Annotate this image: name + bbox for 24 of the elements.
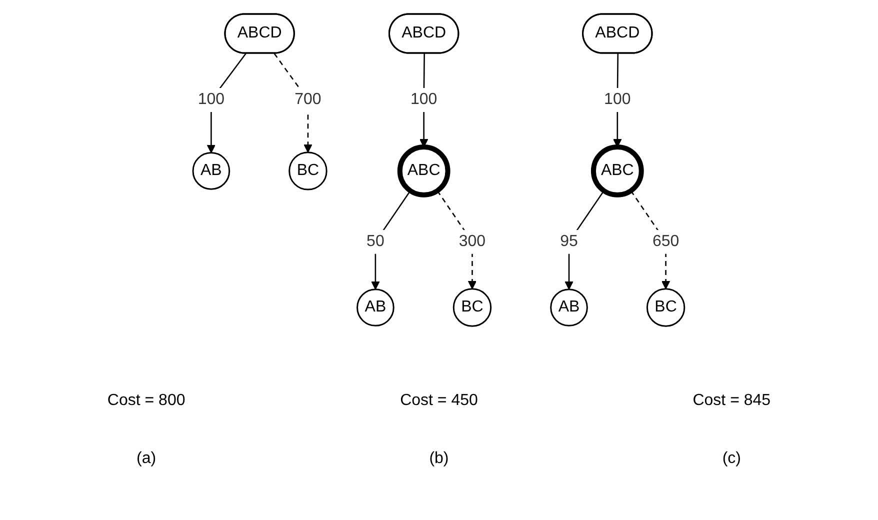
node-circle: BC bbox=[453, 288, 492, 327]
edge-label: 100 bbox=[604, 90, 632, 108]
panel-label: (a) bbox=[136, 450, 158, 468]
edge-label: 100 bbox=[198, 90, 225, 108]
arrow bbox=[564, 190, 605, 290]
cost-label: Cost = 450 bbox=[399, 392, 479, 410]
panel-label: (b) bbox=[428, 450, 450, 468]
edge-label: 700 bbox=[294, 90, 322, 108]
node-circle: AB bbox=[550, 288, 588, 326]
node-circle: ABC bbox=[398, 144, 451, 198]
node-circle: BC bbox=[288, 152, 328, 190]
edge-label: 95 bbox=[560, 232, 578, 250]
edge-label: 100 bbox=[410, 90, 438, 108]
edge-label: 650 bbox=[652, 232, 680, 250]
arrow bbox=[371, 190, 412, 290]
node-circle: AB bbox=[356, 288, 395, 326]
node-circle: AB bbox=[192, 152, 230, 190]
cost-label: Cost = 845 bbox=[692, 392, 772, 410]
node-circle: ABC bbox=[591, 144, 644, 198]
edge-label: 300 bbox=[459, 232, 486, 250]
edge-label: 50 bbox=[366, 232, 385, 250]
panel-label: (c) bbox=[721, 450, 742, 468]
node-circle: BC bbox=[646, 288, 686, 327]
cost-label: Cost = 800 bbox=[106, 392, 186, 410]
